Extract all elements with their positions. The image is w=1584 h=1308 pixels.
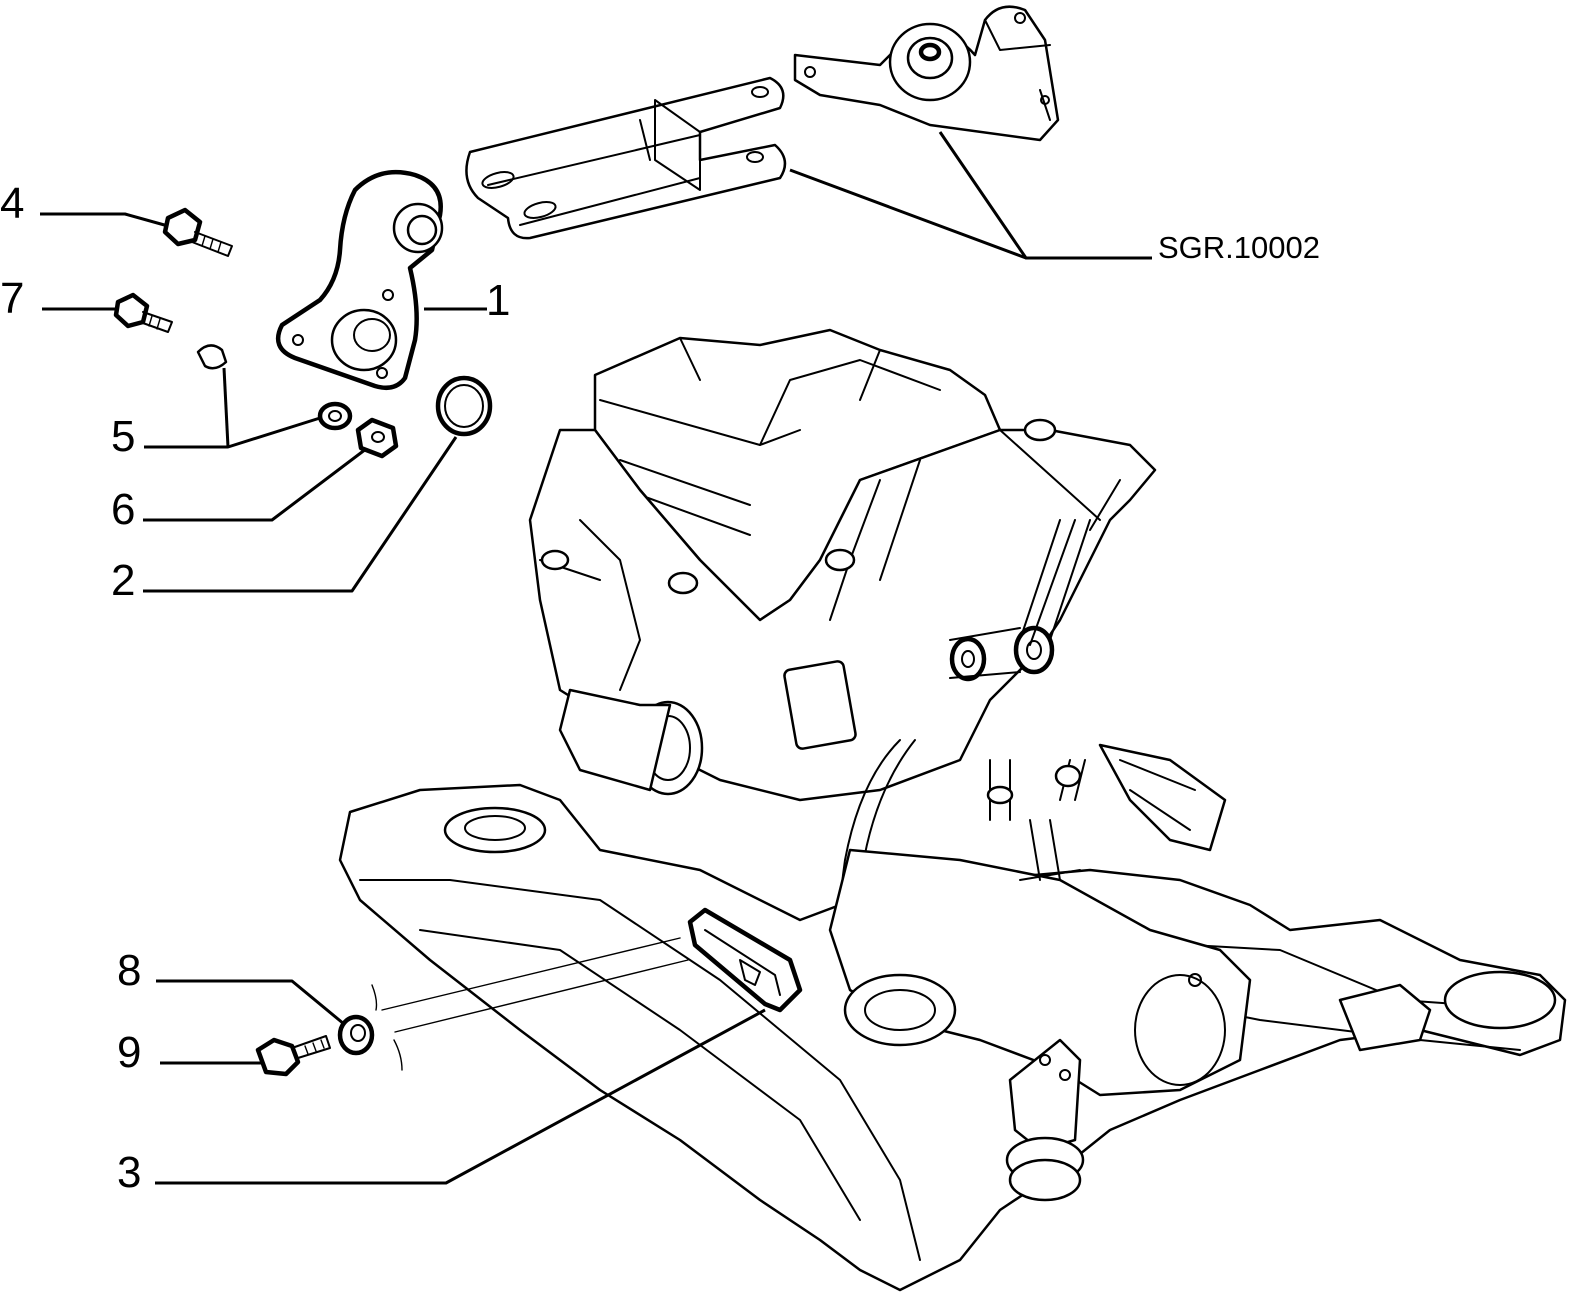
gearbox-and-subframe: [338, 743, 1567, 1292]
callout-labels: 4 7 1 5 6 2 8 9 3 SGR.10002: [0, 179, 1320, 1197]
mount-pad-part-3: [687, 907, 803, 1013]
assembly-guide-lines: [371, 937, 689, 1071]
ring-part-2: [435, 375, 493, 437]
bolt-part-9: [255, 1035, 331, 1077]
callout-4: 4: [0, 179, 24, 228]
clip-part-5-upper: [196, 344, 228, 370]
callout-1: 1: [486, 276, 510, 325]
leader-lines: [40, 131, 1152, 1185]
washer-part-5: [317, 401, 353, 431]
torque-rod-bracket: [465, 76, 787, 240]
nut-part-6: [355, 417, 399, 459]
engine-gearbox-assembly: [528, 328, 1157, 1051]
spacer-part-8: [337, 1014, 375, 1056]
callout-5: 5: [111, 412, 135, 461]
callout-2: 2: [111, 556, 135, 605]
callout-7: 7: [0, 274, 24, 323]
engine-mount-part-1: [275, 169, 444, 390]
reference-code: SGR.10002: [1158, 230, 1320, 265]
callout-9: 9: [117, 1028, 141, 1077]
callout-6: 6: [111, 485, 135, 534]
rear-mount-bracket: [793, 5, 1060, 142]
bolt-part-7: [113, 292, 173, 333]
callout-3: 3: [117, 1148, 141, 1197]
bolt-part-4: [162, 207, 233, 257]
callout-8: 8: [117, 946, 141, 995]
